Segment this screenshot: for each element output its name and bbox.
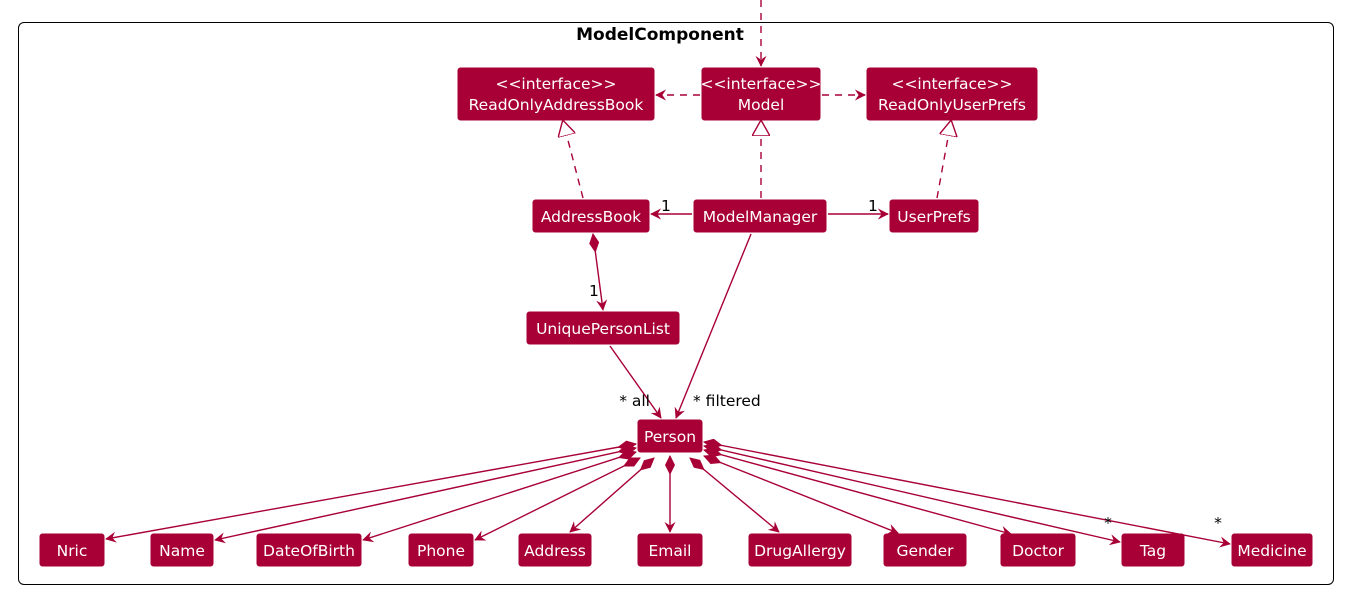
class-stereotype: <<interface>> [891,75,1012,93]
labels-layer: 1 1 1 * all * filtered * * [589,197,1222,532]
edge-person-to-nric [105,440,637,543]
class-box [518,533,592,567]
class-label: Gender [896,542,954,560]
class-label: Nric [57,542,88,560]
multiplicity-label: * all [619,392,650,410]
class-phone: Phone [408,533,474,567]
class-box [889,199,979,233]
class-read-only-user-prefs: <<interface>> ReadOnlyUserPrefs [866,67,1038,121]
class-model-manager: ModelManager [693,199,827,233]
class-label: Tag [1139,542,1166,560]
edge-person-to-phone [474,457,641,541]
multiplicity-label: * [1214,514,1222,532]
class-box [701,67,821,121]
class-user-prefs: UserPrefs [889,199,979,233]
class-label: ReadOnlyAddressBook [469,96,644,114]
multiplicity-label: * filtered [693,392,761,410]
class-address: Address [518,533,592,567]
package-frame [18,22,1334,585]
class-label: Doctor [1012,542,1065,560]
class-medicine: Medicine [1231,533,1313,567]
edge-address-book-to-unique-person-list [589,233,608,311]
class-box [457,67,655,121]
multiplicity-label: 1 [589,282,599,300]
class-label: UniquePersonList [536,320,670,338]
multiplicity-label: * [1104,514,1112,532]
class-label: AddressBook [541,208,641,226]
nodes-layer: <<interface>>ReadOnlyAddressBook<<interf… [39,67,1313,567]
class-label: ReadOnlyUserPrefs [878,96,1026,114]
edge-model-manager-to-person [674,233,752,419]
class-label: ModelManager [703,208,818,226]
class-gender: Gender [883,533,967,567]
class-label: UserPrefs [897,208,971,226]
class-label: Address [524,542,586,560]
edges-layer [105,0,1231,548]
class-label: Email [648,542,691,560]
class-stereotype: <<interface>> [700,75,821,93]
class-box [637,533,703,567]
class-address-book: AddressBook [532,199,650,233]
class-box [637,419,703,453]
class-box [693,199,827,233]
edge-person-to-medicine [703,438,1231,548]
class-label: Phone [417,542,465,560]
class-model: <<interface>> Model [700,67,822,121]
class-date-of-birth: DateOfBirth [256,533,362,567]
class-stereotype: <<interface>> [495,75,616,93]
package-title: ModelComponent [576,25,744,45]
class-box [39,533,105,567]
class-label: Medicine [1237,542,1306,560]
edge-address-book-to-read-only-address-book [563,121,584,199]
class-box [883,533,967,567]
class-label: DrugAllergy [754,542,846,560]
class-box [256,533,362,567]
class-nric: Nric [39,533,105,567]
class-person: Person [637,419,703,453]
class-unique-person-list: UniquePersonList [526,311,680,345]
class-box [1000,533,1076,567]
class-read-only-address-book: <<interface>> ReadOnlyAddressBook [457,67,655,121]
edge-person-to-date-of-birth [362,450,637,543]
class-label: Model [738,96,785,114]
edge-person-to-tag [703,443,1121,546]
multiplicity-label: 1 [661,197,671,215]
edge-user-prefs-to-read-only-user-prefs [936,121,951,199]
class-label: DateOfBirth [263,542,355,560]
class-name: Name [150,533,214,567]
class-box [532,199,650,233]
edge-person-to-drug-allergy [689,457,780,533]
class-tag: Tag [1121,533,1185,567]
class-doctor: Doctor [1000,533,1076,567]
class-label: Name [159,542,205,560]
class-box [866,67,1038,121]
class-box [408,533,474,567]
class-label: Person [644,428,696,446]
multiplicity-label: 1 [868,197,878,215]
class-email: Email [637,533,703,567]
edge-person-to-name [214,445,637,544]
class-box [748,533,852,567]
edge-person-to-address [569,457,655,533]
edge-unique-person-list-to-person [609,345,662,419]
class-box [1231,533,1313,567]
class-box [150,533,214,567]
class-drug-allergy: DrugAllergy [748,533,852,567]
class-box [1121,533,1185,567]
class-box [526,311,680,345]
